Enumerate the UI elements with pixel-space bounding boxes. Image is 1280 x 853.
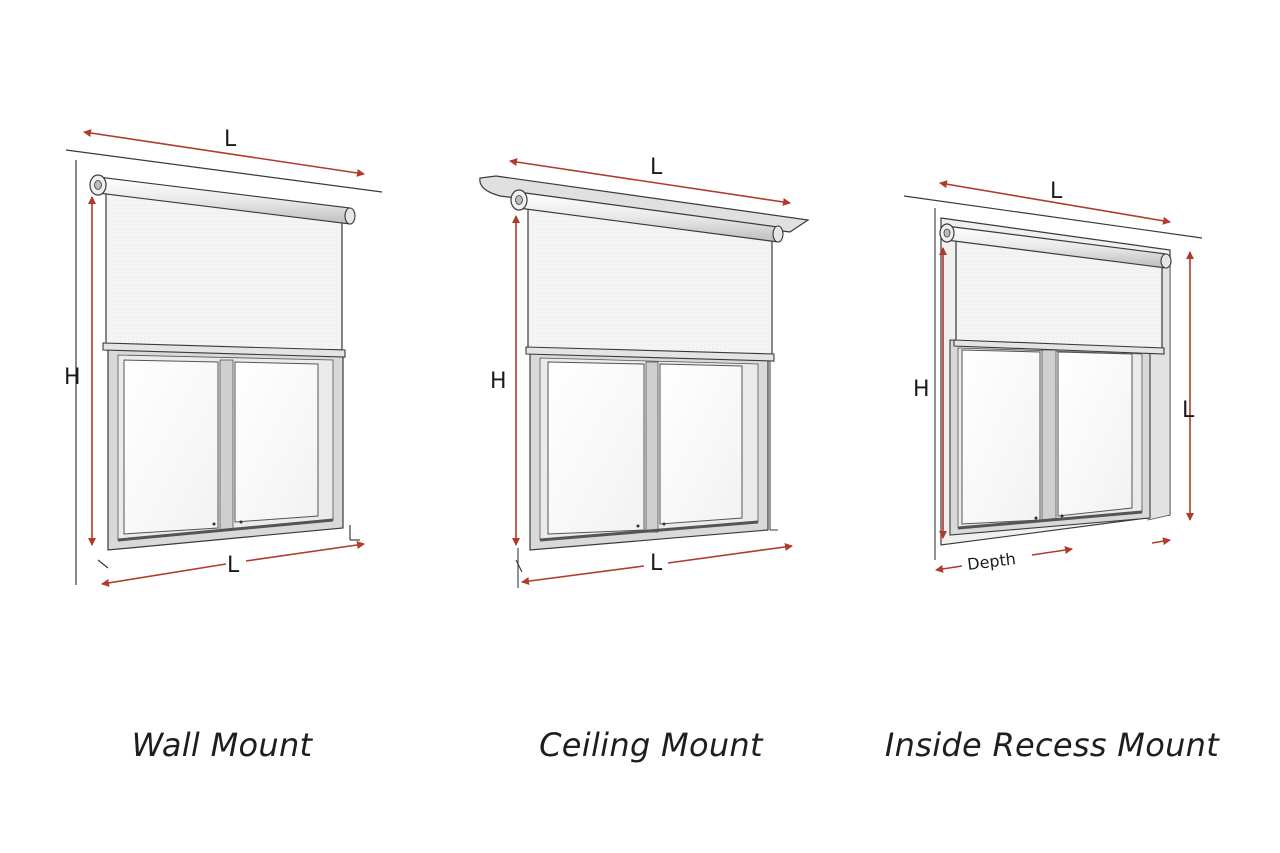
bottom-bar (102, 342, 346, 358)
wall-mount-illustration: L H L (64, 127, 383, 587)
window-frame (529, 349, 769, 551)
dimension-arrows (83, 129, 365, 587)
top-length-label: L (224, 127, 237, 152)
dimension-arrows (509, 158, 793, 586)
ceiling-mount-illustration: L H L (479, 155, 810, 588)
top-length-label: L (1050, 179, 1063, 204)
side-length-label: L (1182, 398, 1195, 423)
bottom-bar (525, 346, 775, 362)
depth-label: Depth (966, 549, 1017, 574)
height-label: H (490, 369, 507, 394)
window-frame (949, 339, 1151, 536)
window-frame (107, 344, 344, 551)
wall-mount-caption: Wall Mount (131, 726, 313, 764)
inside-recess-mount-caption: Inside Recess Mount (884, 726, 1220, 764)
height-label: H (64, 365, 81, 390)
height-label: H (913, 377, 930, 402)
ceiling-mount-caption: Ceiling Mount (539, 726, 763, 764)
bottom-length-label: L (650, 551, 663, 576)
roller-tube (89, 174, 356, 225)
dimension-arrows (935, 180, 1194, 573)
bottom-length-label: L (227, 553, 240, 578)
inside-recess-mount-illustration: L H L Depth (903, 179, 1203, 574)
top-length-label: L (650, 155, 663, 180)
bottom-bar (953, 339, 1165, 355)
